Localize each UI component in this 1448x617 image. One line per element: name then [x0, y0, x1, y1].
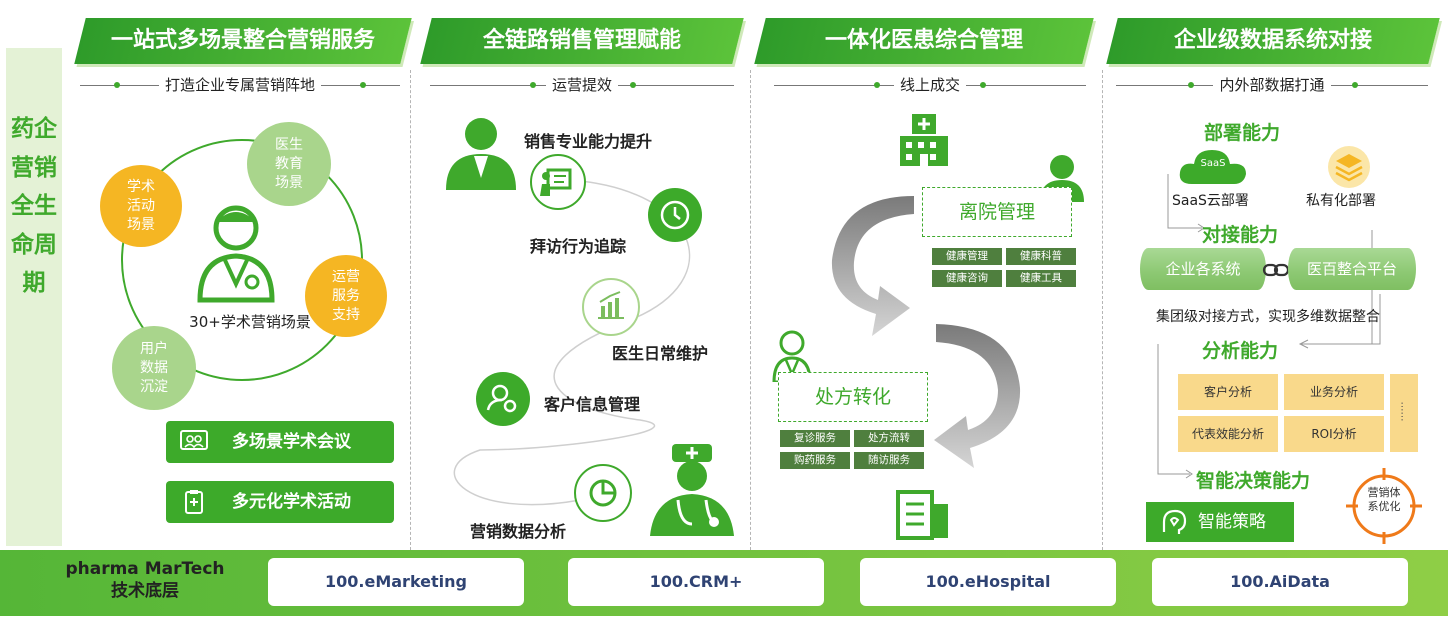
product-emarketing[interactable]: 100.eMarketing — [268, 558, 524, 606]
prescription-conversion-box: 处方转化 — [778, 372, 928, 422]
bubble-user-data: 用户数据沉淀 — [112, 326, 196, 410]
tag-health-consultation: 健康咨询 — [932, 270, 1002, 287]
tag-medicine-purchase: 购药服务 — [780, 452, 850, 469]
header-col2: 全链路销售管理赋能 — [420, 18, 744, 64]
header-col4-text: 企业级数据系统对接 — [1173, 28, 1372, 53]
presentation-icon — [530, 154, 586, 210]
subtitle-col1-text: 打造企业专属营销阵地 — [158, 76, 321, 94]
academic-activity-label: 多元化学术活动 — [232, 492, 351, 512]
doctor-icon — [197, 205, 275, 303]
pharmacy-building-icon — [896, 490, 948, 540]
saas-cloud-icon — [1179, 150, 1246, 184]
hospital-icon — [900, 114, 948, 166]
step-doctor-maintenance: 医生日常维护 — [612, 344, 709, 363]
tech-foundation-caption: pharma MarTech 技术底层 — [50, 558, 240, 602]
product-crm[interactable]: 100.CRM+ — [568, 558, 824, 606]
cell-business-analysis: 业务分析 — [1284, 374, 1384, 410]
cell-rep-efficiency-analysis: 代表效能分析 — [1178, 416, 1278, 452]
connect-capability-title: 对接能力 — [1202, 224, 1279, 246]
tag-health-tools: 健康工具 — [1006, 270, 1076, 287]
step-visit-tracking: 拜访行为追踪 — [530, 237, 627, 256]
lifecycle-side-title: 药企营销全生命周期 — [11, 116, 57, 296]
tag-prescription-flow: 处方流转 — [854, 430, 924, 447]
bubble-academic-activity: 学术活动场景 — [100, 165, 182, 247]
header-col1: 一站式多场景整合营销服务 — [74, 18, 412, 64]
header-col1-text: 一站式多场景整合营销服务 — [110, 28, 375, 53]
private-deploy-label: 私有化部署 — [1306, 193, 1376, 209]
step-data-analysis: 营销数据分析 — [470, 522, 567, 541]
subtitle-col2: 运营提效 — [430, 74, 734, 96]
header-col3: 一体化医患综合管理 — [754, 18, 1094, 64]
clock-icon — [648, 188, 702, 242]
discharge-management-box: 离院管理 — [922, 187, 1072, 237]
yibai-platform-label: 医百整合平台 — [1306, 260, 1397, 278]
bubble-operation-support: 运营服务支持 — [305, 255, 387, 337]
smart-strategy-button[interactable]: 智能策略 — [1146, 502, 1294, 542]
sales-rep-icon — [446, 118, 516, 190]
link-icon — [1262, 263, 1290, 277]
marketing-optimize-label: 营销体系优化 — [1367, 486, 1401, 513]
step-customer-info: 客户信息管理 — [544, 395, 641, 414]
cell-roi-analysis: ROI分析 — [1284, 416, 1384, 452]
column-separator — [1102, 70, 1103, 550]
smart-strategy-label: 智能策略 — [1198, 512, 1266, 532]
header-col3-text: 一体化医患综合管理 — [824, 28, 1023, 53]
product-aidata[interactable]: 100.AiData — [1152, 558, 1408, 606]
saas-deploy-label: SaaS云部署 — [1172, 193, 1249, 209]
column-separator — [410, 70, 411, 550]
discharge-management-label: 离院管理 — [958, 201, 1035, 223]
target-icon — [1346, 468, 1422, 544]
product-ehospital[interactable]: 100.eHospital — [860, 558, 1116, 606]
header-col2-text: 全链路销售管理赋能 — [482, 28, 681, 53]
customer-settings-icon — [476, 372, 530, 426]
prescription-conversion-label: 处方转化 — [814, 386, 891, 408]
analysis-capability-title: 分析能力 — [1202, 340, 1279, 362]
academic-activity-button[interactable]: 多元化学术活动 — [166, 481, 394, 523]
enterprise-systems-label: 企业各系统 — [1165, 260, 1241, 278]
tag-health-management: 健康管理 — [932, 248, 1002, 265]
yibai-platform-cylinder: 医百整合平台 — [1288, 248, 1416, 290]
step-sales-ability: 销售专业能力提升 — [524, 132, 653, 151]
curved-arrow-down-icon — [831, 196, 914, 336]
header-col4: 企业级数据系统对接 — [1106, 18, 1440, 64]
clipboard-icon — [185, 490, 203, 514]
deploy-capability-title: 部署能力 — [1204, 122, 1281, 144]
sales-path-curve — [453, 179, 691, 506]
tag-health-education: 健康科普 — [1006, 248, 1076, 265]
subtitle-col2-text: 运营提效 — [545, 76, 618, 94]
lifecycle-side-band: 药企营销全生命周期 — [6, 48, 62, 546]
bar-chart-icon — [582, 278, 640, 336]
tag-revisit-service: 复诊服务 — [780, 430, 850, 447]
tag-follow-up-service: 随访服务 — [854, 452, 924, 469]
enterprise-systems-cylinder: 企业各系统 — [1140, 248, 1266, 290]
subtitle-col4: 内外部数据打通 — [1116, 74, 1428, 96]
academic-meeting-button[interactable]: 多场景学术会议 — [166, 421, 394, 463]
academic-meeting-label: 多场景学术会议 — [232, 432, 351, 452]
smart-head-icon — [1162, 509, 1187, 534]
connect-note: 集团级对接方式，实现多维数据整合 — [1156, 309, 1380, 325]
subtitle-col3-text: 线上成交 — [893, 76, 966, 94]
column-separator — [750, 70, 751, 550]
curved-arrow-return-icon — [934, 324, 1021, 468]
subtitle-col3: 线上成交 — [774, 74, 1086, 96]
tech-foundation-band: pharma MarTech 技术底层 100.eMarketing 100.C… — [0, 550, 1448, 616]
decision-capability-title: 智能决策能力 — [1196, 470, 1311, 492]
cell-more-ellipsis: …… — [1398, 401, 1410, 422]
cell-more: …… — [1390, 374, 1418, 452]
scene-count-label: 30+学术营销场景 — [189, 313, 311, 331]
pie-chart-icon — [574, 464, 632, 522]
subtitle-col1: 打造企业专属营销阵地 — [80, 74, 400, 96]
bubble-doctor-education: 医生教育场景 — [247, 122, 331, 206]
meeting-icon — [180, 430, 208, 450]
medical-doctor-icon — [650, 444, 734, 536]
tech-caption-line1: pharma MarTech — [65, 559, 225, 579]
tech-caption-line2: 技术底层 — [111, 581, 179, 601]
saas-badge-text: SaaS — [1200, 158, 1226, 169]
subtitle-col4-text: 内外部数据打通 — [1213, 76, 1331, 94]
layers-icon — [1328, 146, 1370, 188]
cell-customer-analysis: 客户分析 — [1178, 374, 1278, 410]
